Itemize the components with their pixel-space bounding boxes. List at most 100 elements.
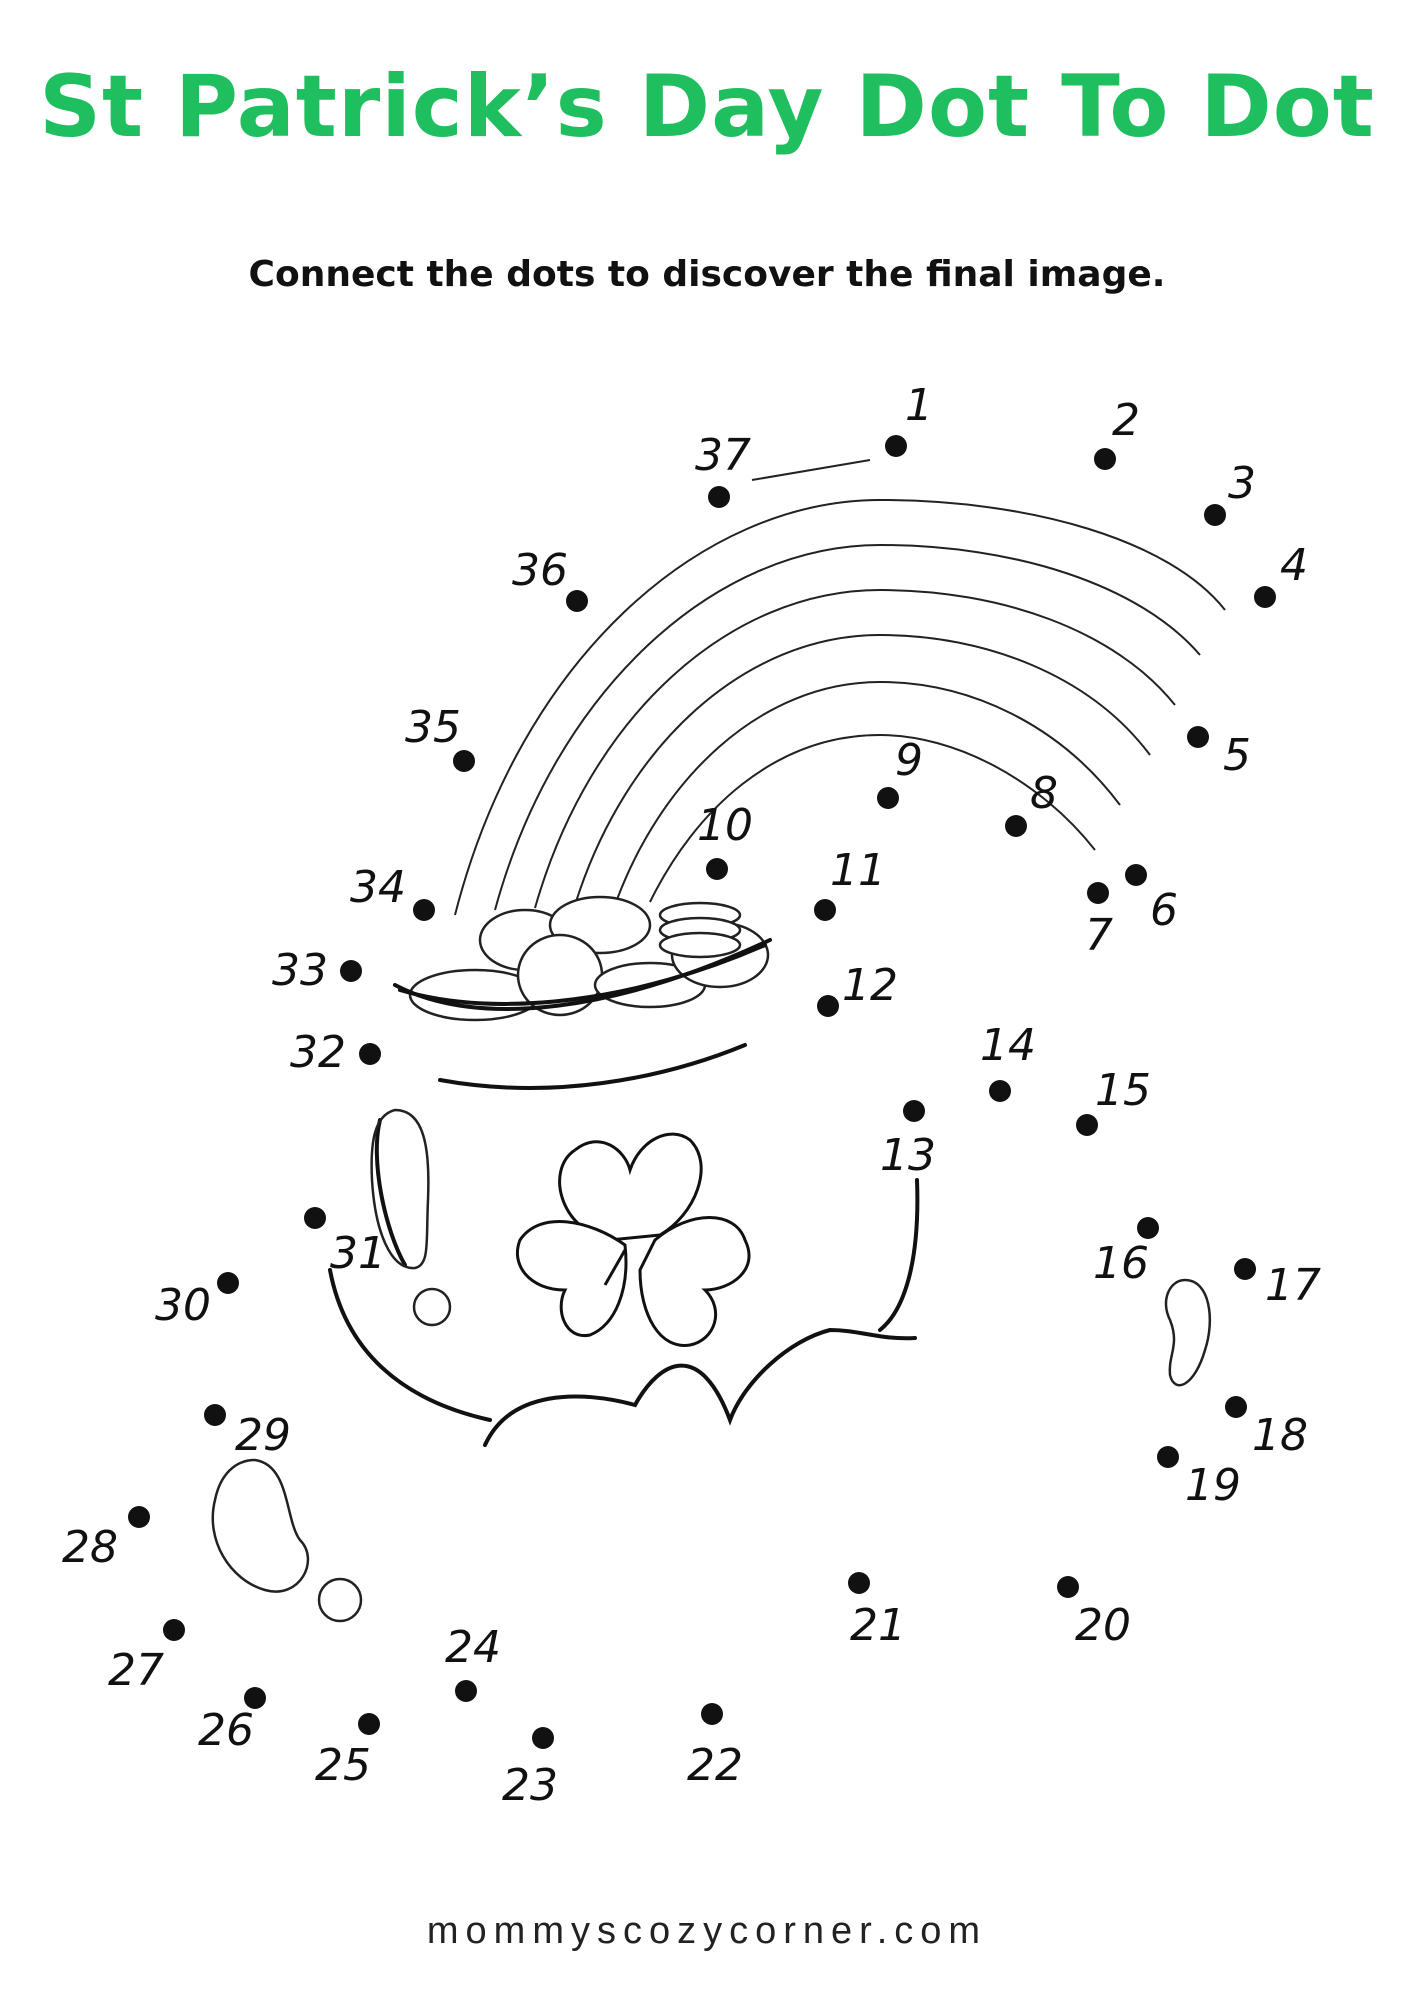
dot-label-11: 11 — [830, 845, 886, 896]
dot-22 — [701, 1703, 723, 1725]
dot-label-14: 14 — [980, 1020, 1036, 1071]
dot-label-37: 37 — [695, 430, 751, 481]
dot-26 — [244, 1687, 266, 1709]
dot-12 — [817, 995, 839, 1017]
dot-label-7: 7 — [1085, 910, 1113, 961]
dot-17 — [1234, 1258, 1256, 1280]
dot-1 — [885, 435, 907, 457]
dot-10 — [706, 858, 728, 880]
gold-coins — [408, 895, 770, 1022]
dot-label-13: 13 — [880, 1130, 936, 1181]
dot-15 — [1076, 1114, 1098, 1136]
dot-30 — [217, 1272, 239, 1294]
dot-label-36: 36 — [512, 545, 568, 596]
dot-label-21: 21 — [850, 1600, 906, 1651]
dot-label-2: 2 — [1112, 395, 1140, 446]
dot-label-9: 9 — [895, 735, 923, 786]
dot-6 — [1125, 864, 1147, 886]
dot-label-25: 25 — [315, 1740, 371, 1791]
pot-bottom-cloud — [483, 1327, 917, 1447]
instructions: Connect the dots to discover the final i… — [248, 254, 1166, 295]
dot-label-29: 29 — [235, 1410, 291, 1461]
dot-4 — [1254, 586, 1276, 608]
dot-27 — [163, 1619, 185, 1641]
rainbow-arc — [574, 633, 1151, 906]
dot-37 — [708, 486, 730, 508]
page-title: St Patrick’s Day Dot To Dot — [39, 57, 1375, 157]
dot-13 — [903, 1100, 925, 1122]
dot-label-15: 15 — [1095, 1065, 1151, 1116]
website-credit: mommyscozycorner.com — [426, 1910, 988, 1952]
dot-label-33: 33 — [272, 945, 328, 996]
rainbow-arc — [649, 733, 1096, 903]
pot-handle-left — [374, 1118, 407, 1267]
dot-16 — [1137, 1217, 1159, 1239]
dot-label-32: 32 — [290, 1027, 346, 1078]
dot-label-3: 3 — [1228, 458, 1256, 509]
dot-label-24: 24 — [445, 1622, 501, 1673]
rainbow-arc — [454, 498, 1226, 916]
dot-32 — [359, 1043, 381, 1065]
dot-18 — [1225, 1396, 1247, 1418]
dot-label-31: 31 — [330, 1228, 386, 1279]
dot-21 — [848, 1572, 870, 1594]
dot-3 — [1204, 504, 1226, 526]
dot-5 — [1187, 726, 1209, 748]
dot-label-23: 23 — [502, 1760, 558, 1811]
rainbow-arc — [614, 680, 1121, 906]
pot-of-gold — [328, 938, 920, 1447]
dot-7 — [1087, 882, 1109, 904]
dot-25 — [358, 1713, 380, 1735]
pot-left-side — [328, 1268, 492, 1422]
dot-label-18: 18 — [1252, 1410, 1308, 1461]
dot-label-17: 17 — [1265, 1260, 1321, 1311]
dot-29 — [204, 1404, 226, 1426]
dot-28 — [128, 1506, 150, 1528]
pot-rim-inner — [398, 943, 767, 1006]
pot-highlight — [370, 1108, 430, 1270]
dot-24 — [455, 1680, 477, 1702]
dot-label-20: 20 — [1075, 1600, 1131, 1651]
dot-label-6: 6 — [1150, 885, 1178, 936]
dot-label-30: 30 — [155, 1280, 211, 1331]
dot-label-16: 16 — [1093, 1238, 1149, 1289]
dot-label-26: 26 — [198, 1705, 254, 1756]
dot-23 — [532, 1727, 554, 1749]
dot-36 — [566, 590, 588, 612]
dot-label-19: 19 — [1185, 1460, 1241, 1511]
bean-shape — [1164, 1278, 1212, 1387]
dot-label-1: 1 — [905, 380, 933, 431]
rainbow-arcs — [454, 459, 1226, 916]
dot-label-10: 10 — [697, 800, 753, 851]
dot-9 — [877, 787, 899, 809]
dot-20 — [1057, 1576, 1079, 1598]
dot-label-22: 22 — [687, 1740, 743, 1791]
dot-label-27: 27 — [108, 1645, 164, 1696]
pot-right-side — [878, 1178, 920, 1332]
dot-label-5: 5 — [1223, 730, 1251, 781]
pot-band — [438, 1043, 747, 1090]
dot-19 — [1157, 1446, 1179, 1468]
dot-label-35: 35 — [405, 702, 461, 753]
dot-8 — [1005, 815, 1027, 837]
rainbow-arc — [494, 543, 1201, 911]
dot-11 — [814, 899, 836, 921]
coin — [658, 931, 742, 959]
dot-34 — [413, 899, 435, 921]
dot-label-34: 34 — [350, 862, 406, 913]
pot-bubble — [412, 1287, 452, 1327]
dot-label-4: 4 — [1280, 540, 1308, 591]
bean-shape — [211, 1458, 310, 1593]
rainbow-arc — [534, 588, 1176, 909]
dot-33 — [340, 960, 362, 982]
bubble — [317, 1577, 363, 1623]
dot-35 — [453, 750, 475, 772]
dot-label-28: 28 — [62, 1522, 118, 1573]
dot-14 — [989, 1080, 1011, 1102]
dot-label-8: 8 — [1030, 768, 1058, 819]
shamrock-icon — [515, 1132, 751, 1347]
rainbow-arc — [751, 459, 871, 481]
dot-label-12: 12 — [842, 960, 898, 1011]
